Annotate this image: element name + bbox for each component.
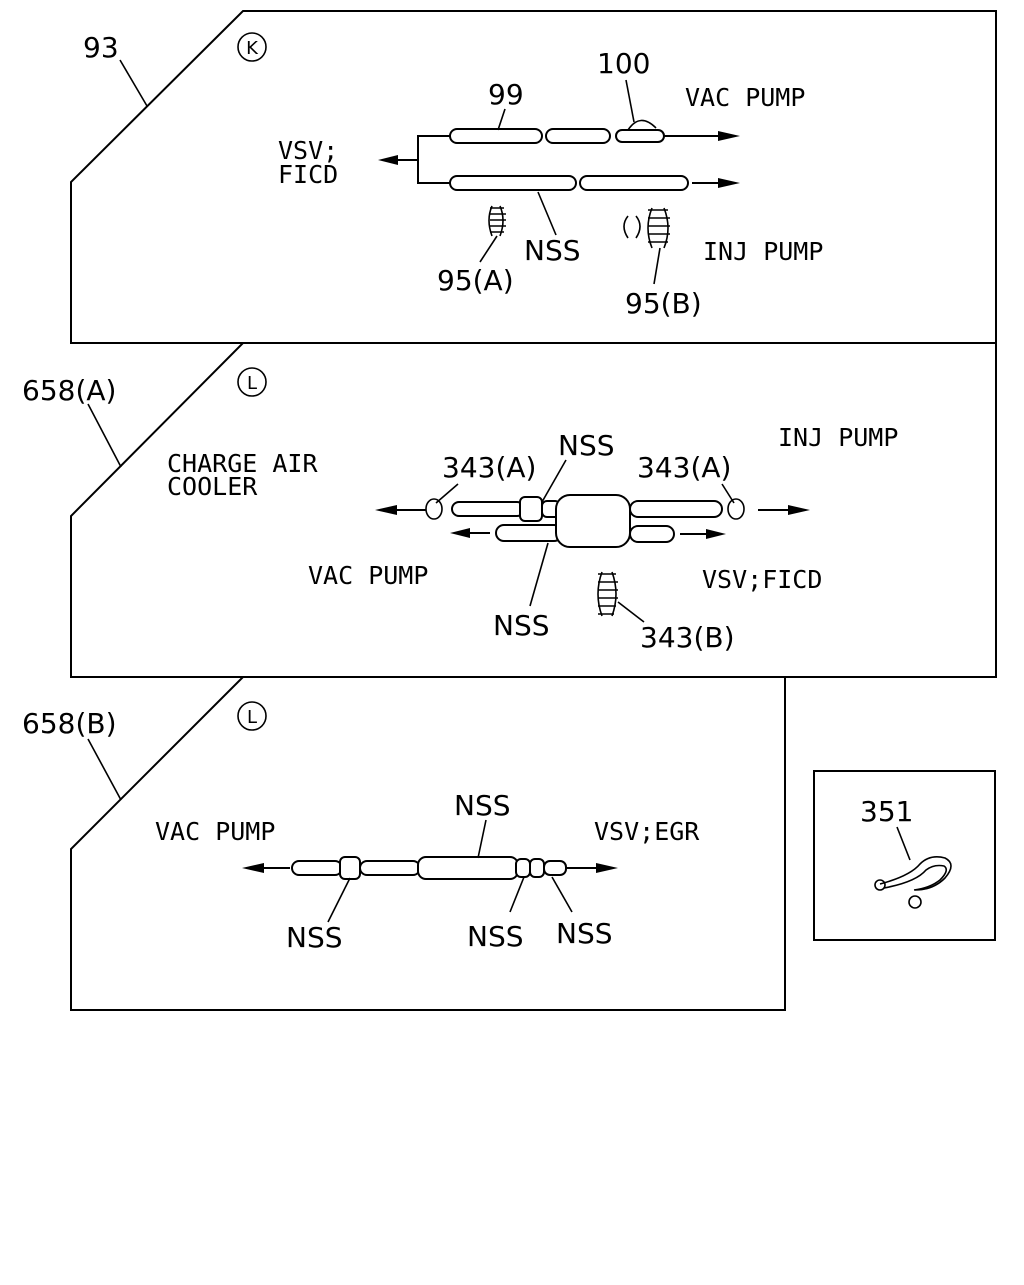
nss-top-label-l1: NSS xyxy=(558,429,615,462)
vac-pump-label-l1: VAC PUMP xyxy=(308,561,428,590)
part-95a-label: 95(A) xyxy=(437,264,514,297)
vsv-egr-label: VSV;EGR xyxy=(594,817,700,846)
vac-pump-label-l2: VAC PUMP xyxy=(155,817,275,846)
callout-658b: 658(B) xyxy=(22,707,117,740)
part-100-label: 100 xyxy=(597,47,650,80)
vac-pump-label: VAC PUMP xyxy=(685,83,805,112)
inj-pump-label: INJ PUMP xyxy=(703,237,823,266)
arrow-vac-pump-head xyxy=(718,131,740,141)
clip-351-frame xyxy=(813,770,996,941)
nss-top-label-l2: NSS xyxy=(454,789,511,822)
pipe-l2-right xyxy=(543,860,567,876)
arrow-vsv-ficd-head xyxy=(378,155,398,165)
part-343a-right-label: 343(A) xyxy=(637,451,731,484)
view-k-letter: K xyxy=(246,38,259,59)
clip-95a-icon xyxy=(488,205,506,237)
nss-left-leader-l2 xyxy=(327,877,351,923)
part-99-label: 99 xyxy=(488,78,524,111)
part-343b-leader xyxy=(617,601,645,623)
part-343a-left-label: 343(A) xyxy=(442,451,536,484)
nss-bottom-leader-l1 xyxy=(529,542,549,607)
part-343a-left-leader xyxy=(435,483,459,504)
nss-k-label: NSS xyxy=(524,234,581,267)
part-99-leader xyxy=(497,108,506,131)
nss-right-label-l2: NSS xyxy=(556,917,613,950)
callout-658a-leader xyxy=(87,403,122,468)
panel-l-658a: 658(A) L CHARGE AIR COOLER INJ PUMP VAC … xyxy=(22,342,997,678)
vsv-ficd-label-l1: VSV;FICD xyxy=(702,565,822,594)
pipe-charge-air xyxy=(451,501,525,517)
nss-top-leader-l1 xyxy=(541,459,567,503)
arrow-vac-pump-l2-head xyxy=(242,863,264,873)
panel-k: 93 K VSV; FICD VAC PUMP INJ PUMP 99 100 … xyxy=(70,10,997,344)
callout-658b-leader xyxy=(87,738,122,801)
panel-l-658b: 658(B) L VAC PUMP VSV;EGR NSS NSS NSS NS… xyxy=(22,676,786,1011)
hose-lower-segment-2 xyxy=(579,175,689,191)
clamp-343a-right-icon xyxy=(727,498,745,520)
pipe-vac-pump xyxy=(495,524,563,542)
arrow-vac-pump-l1-head xyxy=(450,528,470,538)
pipe-l2-mid-left xyxy=(359,860,421,876)
part-95a-leader xyxy=(479,235,498,263)
arrow-vsv-ficd-l1-head xyxy=(706,529,726,539)
charge-air-label-2: COOLER xyxy=(167,472,258,501)
part-95b-label: 95(B) xyxy=(625,287,702,320)
clip-351-icon xyxy=(874,856,952,909)
inj-pump-label-l1: INJ PUMP xyxy=(778,423,898,452)
part-343a-right-leader xyxy=(721,483,735,504)
nss-left-label-l2: NSS xyxy=(286,921,343,954)
arrow-charge-air-head xyxy=(375,505,397,515)
hose-lower-segment-1 xyxy=(449,175,577,191)
pipe-l2-left xyxy=(291,860,343,876)
part-343b-label: 343(B) xyxy=(640,621,735,654)
part-351-label: 351 xyxy=(860,795,913,828)
sleeve-nss-upper xyxy=(519,496,543,522)
nss-top-leader-l2 xyxy=(477,819,487,859)
pipe-inj-pump xyxy=(629,500,723,518)
hose-l2-center xyxy=(417,856,519,880)
part-95b-leader xyxy=(653,247,661,285)
clip-343b-icon xyxy=(597,571,618,617)
joint-body xyxy=(555,494,631,548)
nss-k-leader xyxy=(537,191,557,236)
vsv-ficd-label-2: FICD xyxy=(278,160,338,189)
nss-mid-leader-l2 xyxy=(509,876,525,913)
sleeve-l2-right-1 xyxy=(515,858,531,878)
hose-branch-bracket xyxy=(417,135,450,184)
sleeve-l2-right-2 xyxy=(529,858,545,878)
nss-bottom-label-l1: NSS xyxy=(493,609,550,642)
view-k-circle xyxy=(237,32,267,62)
panel-l2-frame xyxy=(70,676,786,1011)
part-100-leader xyxy=(625,79,635,123)
view-l1-circle xyxy=(237,367,267,397)
callout-93-leader xyxy=(119,59,148,107)
hose-99-segment-1 xyxy=(449,128,543,144)
view-l1-letter: L xyxy=(247,373,257,394)
arrow-inj-pump-head xyxy=(718,178,740,188)
pipe-vsv-ficd xyxy=(629,525,675,543)
vsv-ficd-label-1: VSV; xyxy=(278,136,338,165)
callout-658a: 658(A) xyxy=(22,374,116,407)
view-l2-circle xyxy=(237,701,267,731)
joint-100-body xyxy=(615,129,665,143)
clamp-343a-left-icon xyxy=(425,498,443,520)
clip-95b-icon xyxy=(623,207,670,249)
hose-99-segment-2 xyxy=(545,128,611,144)
view-l2-letter: L xyxy=(247,707,257,728)
nss-mid-label-l2: NSS xyxy=(467,920,524,953)
nss-right-leader-l2 xyxy=(551,876,573,913)
arrow-inj-pump-l1-head xyxy=(788,505,810,515)
arrow-vsv-egr-head xyxy=(596,863,618,873)
clip-351-box: 351 xyxy=(813,770,996,941)
sleeve-l2-left xyxy=(339,856,361,880)
part-351-leader xyxy=(896,826,911,861)
joint-100-cap xyxy=(627,119,657,131)
callout-93: 93 xyxy=(83,31,119,64)
charge-air-label-1: CHARGE AIR xyxy=(167,449,318,478)
